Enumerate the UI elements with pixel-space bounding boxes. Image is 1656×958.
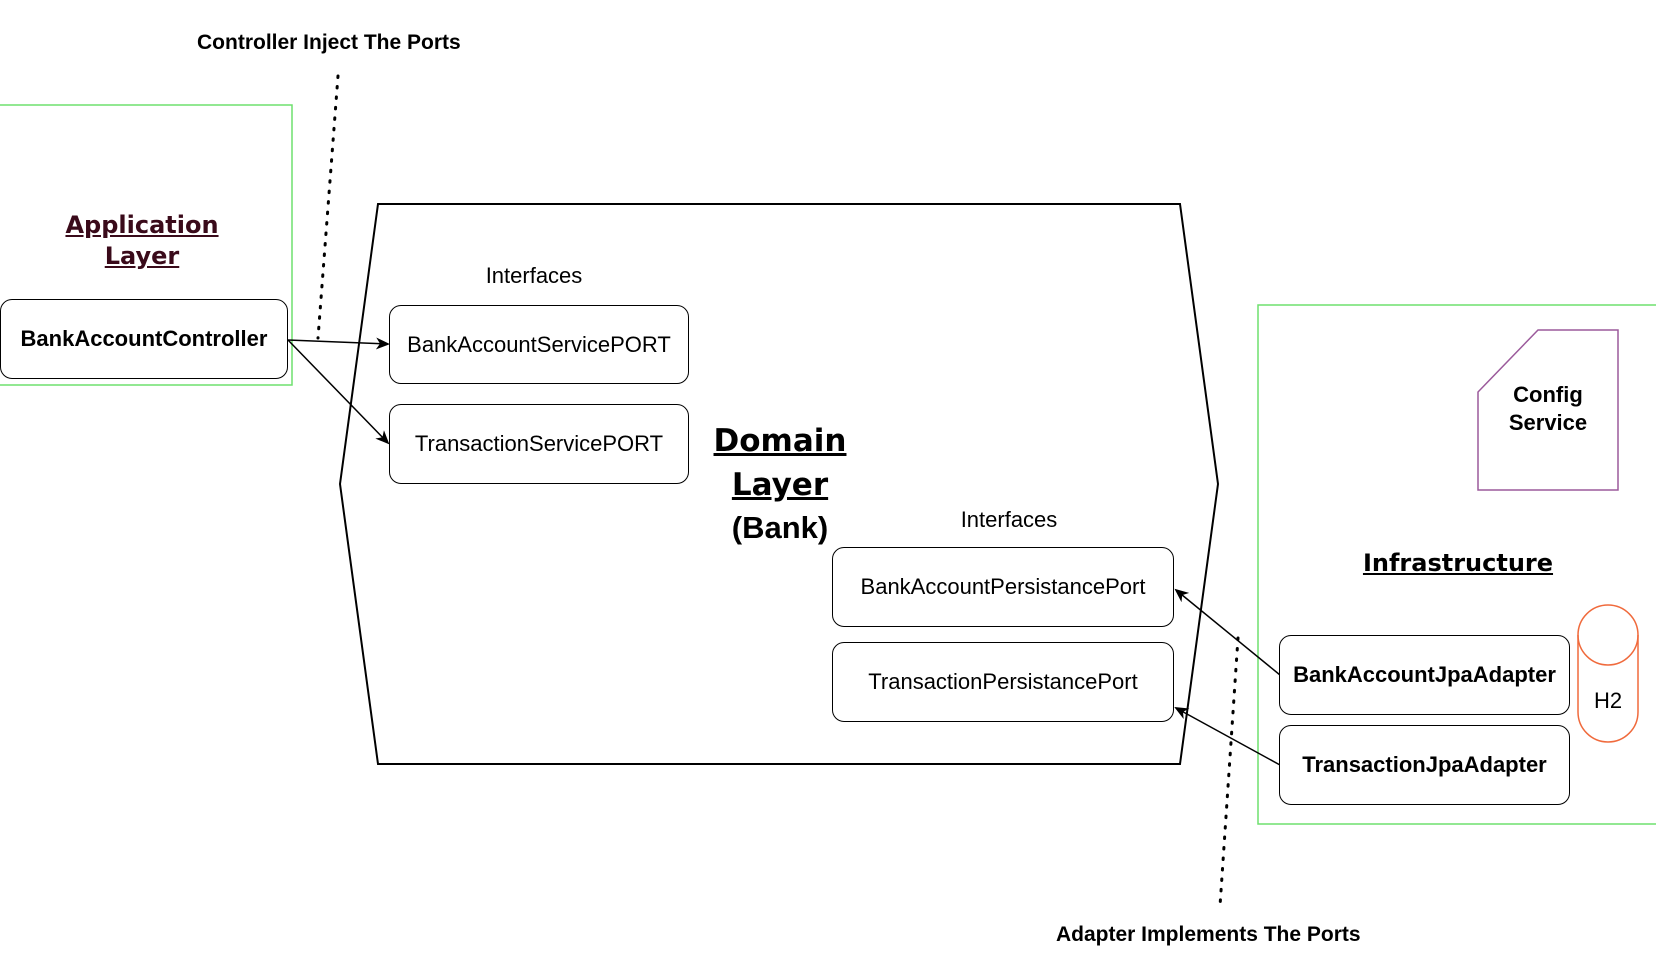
config-service-label: Config Service xyxy=(1478,381,1618,437)
application-layer-title-line2: Layer xyxy=(104,242,180,271)
config-service-label-line2: Service xyxy=(1508,410,1588,435)
transaction-persistance-port-box[interactable]: TransactionPersistancePort xyxy=(832,642,1174,722)
infrastructure-container[interactable] xyxy=(1257,304,1656,825)
controller-caption: Controller Inject The Ports xyxy=(197,31,461,54)
arrow-controller-to-transaction-service-port xyxy=(287,339,390,445)
application-layer-title: Application Layer xyxy=(17,210,267,272)
infrastructure-title: Infrastructure xyxy=(1362,549,1554,577)
config-service-shape[interactable] xyxy=(1477,329,1619,491)
application-layer-container[interactable] xyxy=(0,104,293,386)
bank-account-controller-box[interactable]: BankAccountController xyxy=(0,299,288,379)
transaction-service-port-box[interactable]: TransactionServicePORT xyxy=(389,404,689,484)
bank-account-persistance-port-box[interactable]: BankAccountPersistancePort xyxy=(832,547,1174,627)
persistence-interfaces-label: Interfaces xyxy=(960,507,1058,532)
transaction-jpa-adapter-box[interactable]: TransactionJpaAdapter xyxy=(1279,725,1570,805)
h2-database-cylinder[interactable] xyxy=(1577,604,1639,743)
arrow-bankaccount-adapter-to-persistance-port xyxy=(1174,588,1281,676)
adapter-caption: Adapter Implements The Ports xyxy=(1056,923,1361,946)
arrow-transaction-adapter-to-persistance-port xyxy=(1174,707,1281,766)
domain-layer-subtitle: (Bank) xyxy=(731,510,829,545)
h2-database-label: H2 xyxy=(1593,688,1623,713)
bank-account-jpa-adapter-box[interactable]: BankAccountJpaAdapter xyxy=(1279,635,1570,715)
adapter-caption-leader xyxy=(1218,636,1240,908)
domain-layer-title: Domain Layer xyxy=(700,419,860,507)
arrow-controller-to-bankaccount-service-port xyxy=(287,337,390,350)
config-service-label-line1: Config xyxy=(1513,382,1583,407)
domain-layer-title-line1: Domain xyxy=(713,423,847,459)
bank-account-service-port-box[interactable]: BankAccountServicePORT xyxy=(389,305,689,384)
application-layer-title-line1: Application xyxy=(65,211,219,239)
domain-layer-title-line2: Layer xyxy=(731,467,829,503)
controller-caption-leader xyxy=(316,74,340,340)
service-interfaces-label: Interfaces xyxy=(485,263,583,288)
